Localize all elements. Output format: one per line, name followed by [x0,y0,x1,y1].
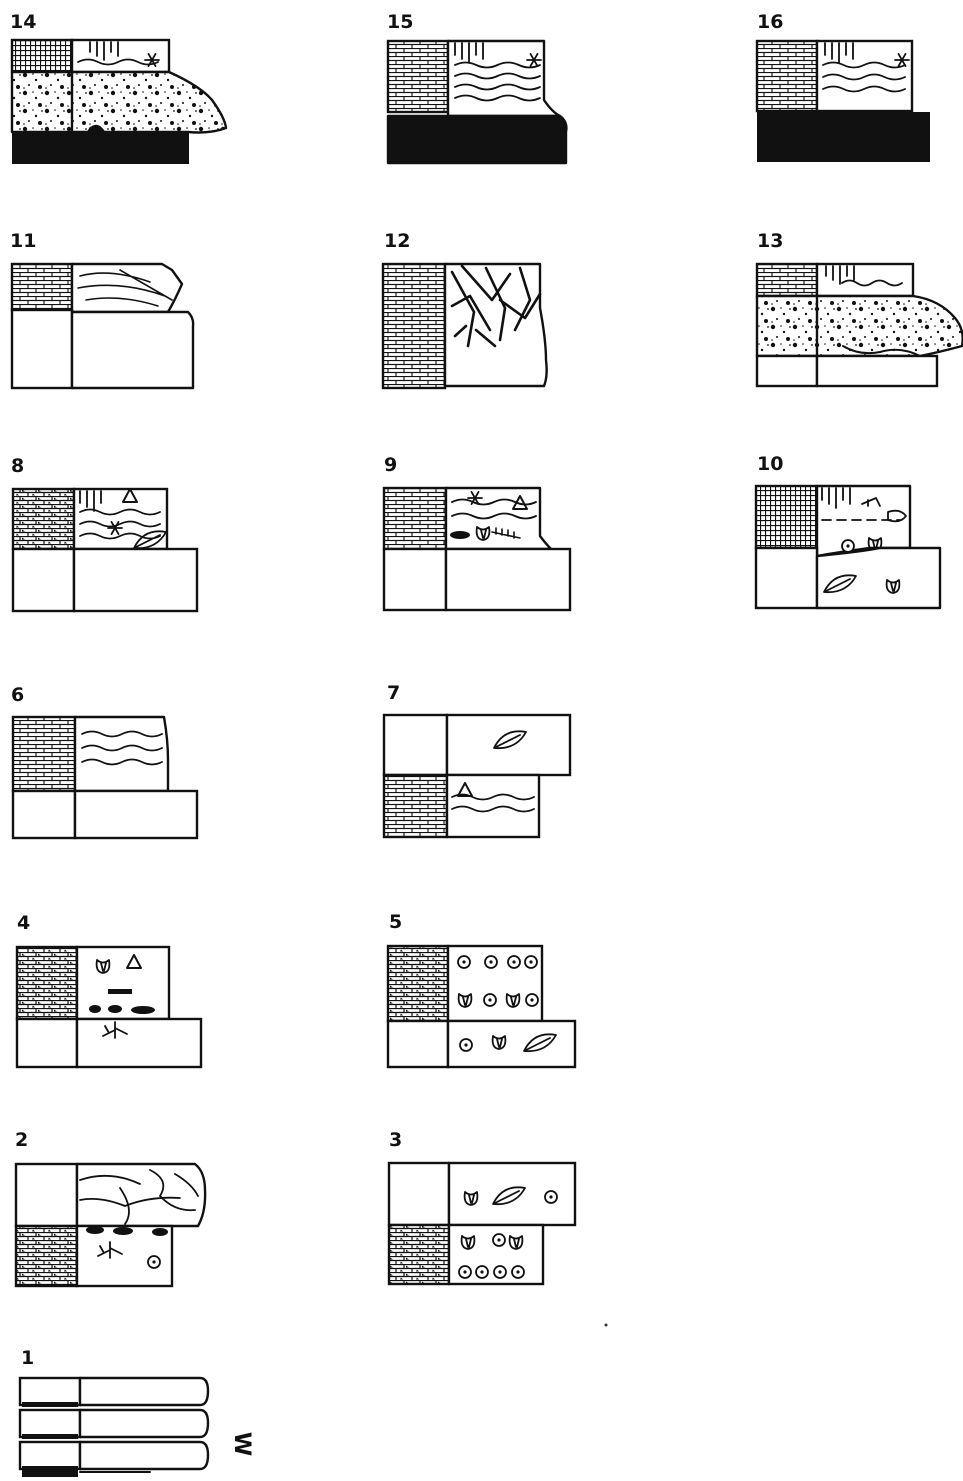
panel-number-2: 2 [15,1131,28,1150]
panel-7 [384,715,570,837]
panel-number-9: 9 [384,456,397,475]
panel-4 [17,947,201,1067]
lower-right-cell [75,791,197,838]
panel-1 [20,1378,208,1477]
upper-left-cell [384,715,447,775]
coal-seam [22,1434,78,1439]
panel-number-14: 14 [10,13,36,32]
panel-number-7: 7 [387,684,400,703]
limestone-cell [13,717,75,791]
panel-6 [13,717,197,838]
panel-number-16: 16 [757,13,783,32]
breccia-column [445,264,547,386]
limestone-cell [384,775,447,837]
lower-left-cell [757,356,817,386]
sandstone-bed [12,72,226,133]
coal-seam [22,1402,78,1407]
panel-number-13: 13 [757,232,783,251]
panel-5 [388,946,575,1067]
lower-right-cell [817,356,937,386]
speck-mark [605,1324,608,1327]
crossbed-cell [72,264,182,312]
dark-limestone-cell [13,489,74,549]
lower-left-cell [17,1019,77,1067]
panel-9 [384,488,570,610]
lower-left-cell [13,549,74,611]
dark-limestone-cell [17,947,77,1019]
limestone-column [383,264,445,388]
shale-cell [75,717,168,791]
panel-number-15: 15 [387,13,413,32]
panel-number-11: 11 [10,232,36,251]
panel-13 [757,264,963,386]
panel-8 [13,489,197,611]
upper-left-cell [389,1163,449,1225]
coal-bed [388,116,566,163]
panel-number-6: 6 [11,686,24,705]
panel-number-3: 3 [389,1131,402,1150]
panel-3 [389,1163,575,1284]
pebble-mark [131,1006,155,1014]
dark-limestone-cell [389,1225,449,1284]
left-cell [20,1410,80,1437]
limestone-column [388,41,448,112]
limestone-cell [757,264,817,296]
shale-cell [446,488,551,549]
pebble-mark [86,1226,104,1234]
crosshatch-cell [756,486,817,548]
right-cell [80,1442,208,1469]
lower-left-cell [12,310,72,388]
lower-right-cell [77,1019,201,1067]
lower-right-cell [74,549,197,611]
lower-right-cell [72,312,193,388]
shale-column [448,41,560,116]
upper-left-cell [16,1164,77,1226]
left-cell [20,1442,80,1469]
panel-11 [12,264,193,388]
panel-number-8: 8 [11,457,24,476]
panel-2 [16,1164,205,1286]
lower-left-cell [756,548,817,608]
shale-cell [74,489,167,549]
panel-12 [383,264,547,388]
lower-left-cell [388,1021,448,1067]
panel-15 [388,41,566,163]
coal-streak [108,989,132,994]
pebble-mark [450,531,470,539]
limestone-column [757,41,817,111]
dark-limestone-cell [16,1226,77,1286]
panel-number-10: 10 [757,455,783,474]
panel-number-4: 4 [17,914,30,933]
upper-right-cell [447,715,570,775]
left-cell [20,1378,80,1405]
shale-cell [817,264,913,296]
pebble-mark [89,1005,101,1013]
panel-number-1: 1 [21,1349,34,1368]
coal-bed [12,132,189,164]
lower-left-cell [384,549,446,610]
pebble-mark [152,1228,168,1236]
coal-bed [757,112,930,162]
panel-number-5: 5 [389,913,402,932]
crosshatch-cell [12,40,72,72]
pebble-mark [108,1005,122,1013]
limestone-cell [12,264,72,310]
right-cell [80,1410,208,1437]
panel-number-12: 12 [384,232,410,251]
lower-left-cell [13,791,75,838]
pebble-mark [113,1227,133,1235]
panel-10 [756,486,940,608]
panel-16 [757,41,930,162]
coal-seam [22,1470,78,1477]
right-cell [80,1378,208,1405]
rubble-cell [77,1164,205,1226]
sandstone-bed [757,296,963,356]
limestone-cell [384,488,446,549]
dark-limestone-cell [388,946,448,1021]
panel-14 [12,40,226,164]
side-mark-w: W [230,1432,252,1456]
lower-right-cell [446,549,570,610]
